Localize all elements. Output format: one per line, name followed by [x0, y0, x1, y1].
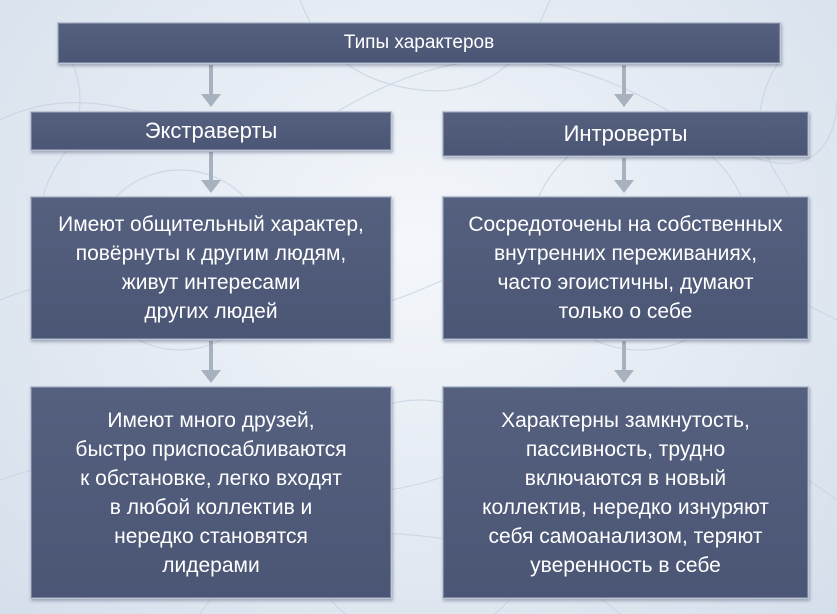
- introverts-description-box: Сосредоточены на собственных внутренних …: [442, 196, 809, 340]
- diagram-title-box: Типы характеров: [57, 22, 781, 64]
- extraverts-heading: Экстраверты: [144, 118, 278, 143]
- extraverts-heading-box: Экстраверты: [30, 111, 392, 151]
- introverts-heading-box: Интроверты: [442, 111, 809, 157]
- extraverts-traits: Имеют много друзей, быстро приспосаблива…: [75, 408, 347, 577]
- introverts-traits-box: Характерны замкнутость, пассивность, тру…: [442, 386, 809, 599]
- introverts-traits: Характерны замкнутость, пассивность, тру…: [482, 408, 769, 577]
- extraverts-description: Имеют общительный характер, повёрнуты к …: [58, 213, 364, 323]
- diagram-title: Типы характеров: [343, 32, 495, 53]
- introverts-description: Сосредоточены на собственных внутренних …: [468, 213, 783, 323]
- extraverts-traits-box: Имеют много друзей, быстро приспосаблива…: [30, 386, 392, 599]
- introverts-heading: Интроверты: [563, 121, 688, 146]
- extraverts-description-box: Имеют общительный характер, повёрнуты к …: [30, 196, 392, 340]
